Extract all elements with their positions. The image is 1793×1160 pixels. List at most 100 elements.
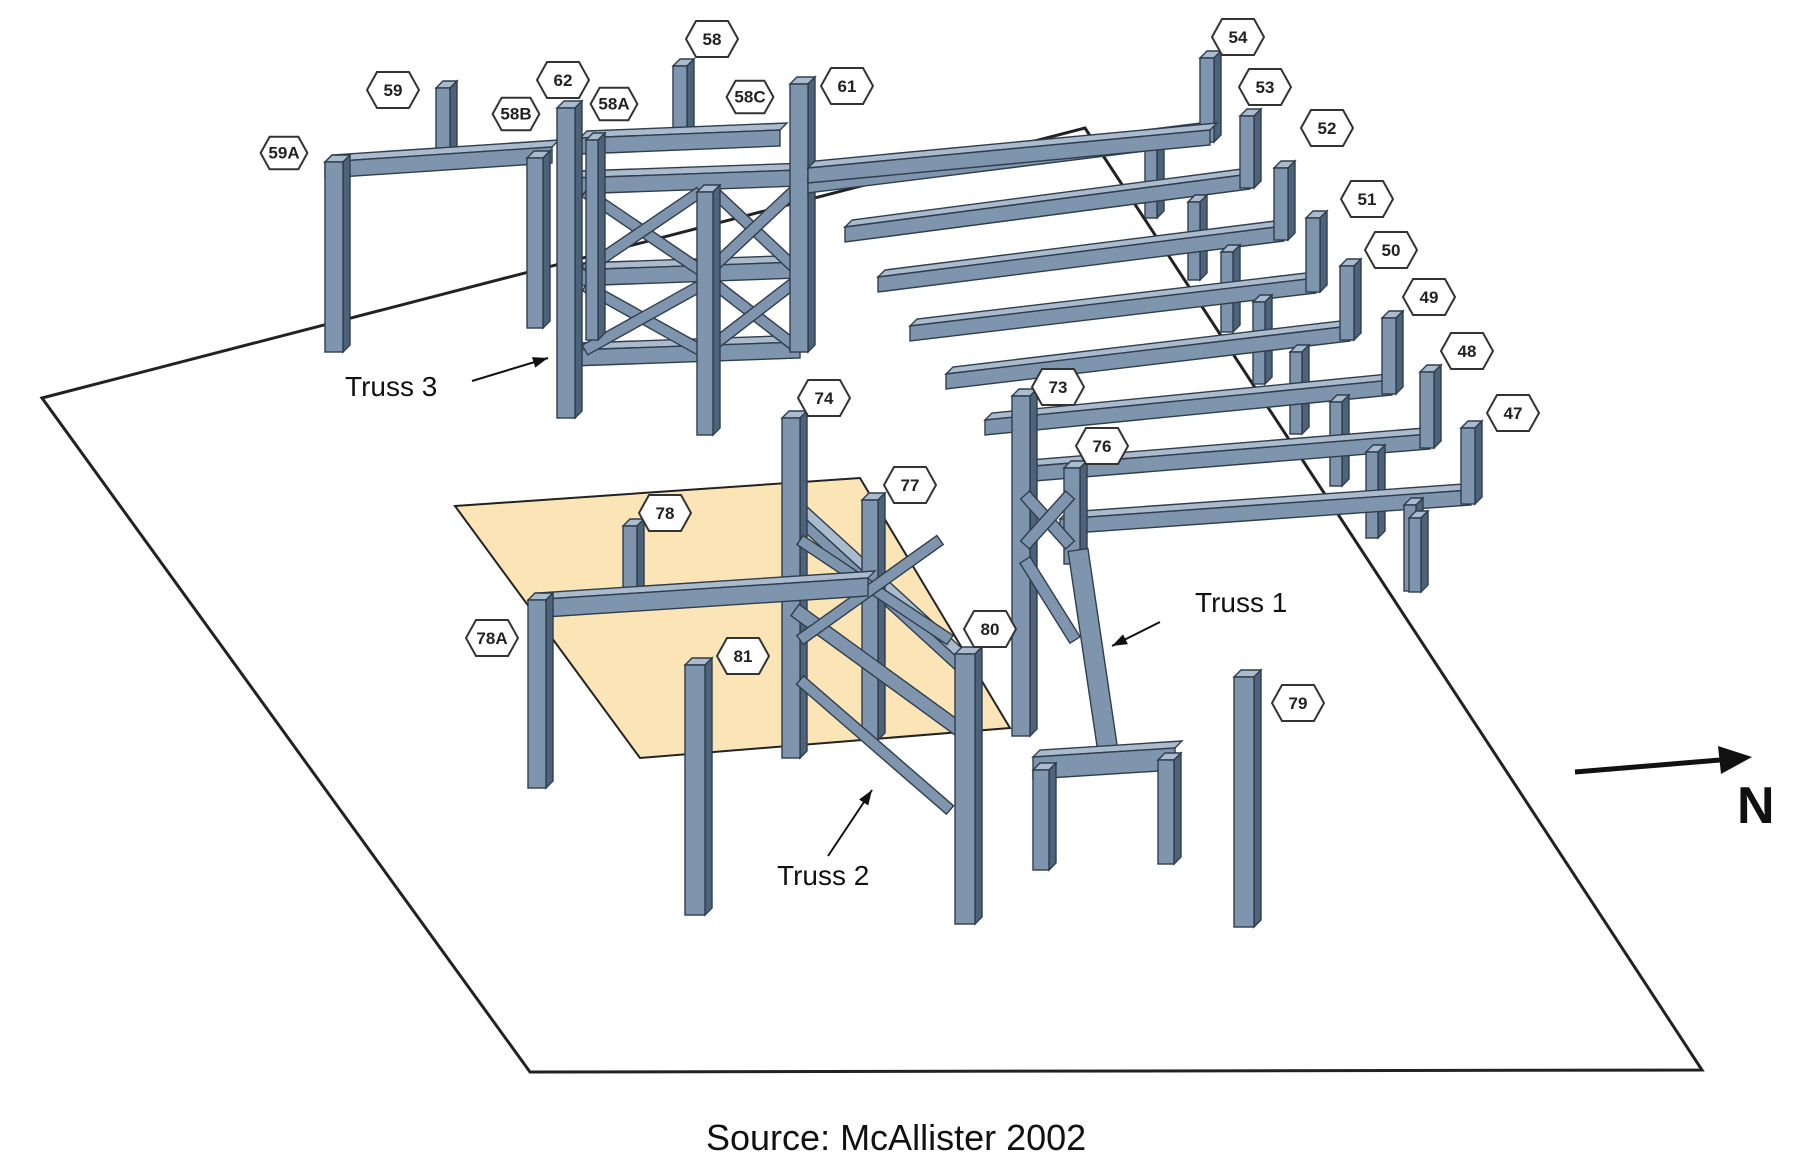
truss-2-label: Truss 2 [777,860,869,891]
column-tag-hexagon [1299,109,1355,147]
beam-54-long [806,122,1219,184]
column-tag-label: 47 [1504,404,1523,423]
column-tag-hexagon [589,86,639,122]
column-tag-hexagon [365,71,421,109]
column-tag-label: 58 [703,30,722,49]
column-tag: 59A [259,135,309,171]
column-tag-label: 81 [734,647,753,666]
steel-members [323,49,1484,929]
column-tag-label: 78 [656,504,675,523]
truss-1-base-leg [1031,761,1058,872]
column-tag-hexagon [259,135,309,171]
column-77 [860,491,887,742]
column-58b [525,149,552,330]
truss-1-brace [1019,489,1076,551]
column-tag-hexagon [1339,180,1395,218]
column-tag-label: 50 [1382,241,1401,260]
column-tag-hexagon [819,67,875,105]
column-tag: 73 [1030,368,1086,406]
column-tag-hexagon [796,379,852,417]
column-tag-label: 51 [1358,190,1377,209]
column-tag: 81 [715,637,771,675]
source-caption: Source: McAllister 2002 [706,1117,1086,1158]
column-tag-hexagon [1485,394,1541,432]
column-48 [1418,363,1443,450]
beam-52 [876,218,1293,293]
column-tag: 58B [491,96,541,132]
column-tag-hexagon [1270,684,1326,722]
leader-arrows [471,357,1161,857]
column-tag: 51 [1339,180,1395,218]
hanger-47 [1407,509,1430,594]
truss-3-top-chord [578,122,789,155]
column-tag-hexagon [882,466,938,504]
column-tag-label: 76 [1093,437,1112,456]
column-tag-hexagon [1210,18,1266,56]
column-tag-hexagon [1363,231,1419,269]
column-tag-label: 74 [815,389,834,408]
column-tag-hexagon [637,494,693,532]
column-tag: 59 [365,71,421,109]
column-58a [584,131,607,342]
column-tag-hexagon [1030,368,1086,406]
column-61 [788,75,817,354]
column-81 [683,656,714,917]
truss-1-diagonal [1067,547,1119,755]
column-78a [526,591,555,790]
column-53 [1238,107,1263,190]
column-tag-hexagon [715,637,771,675]
column-tag-hexagon [1237,68,1293,106]
north-indicator: N [1574,746,1775,835]
truss-1-label: Truss 1 [1195,587,1287,618]
column-tag: 78 [637,494,693,532]
column-tag: 74 [796,379,852,417]
column-tag-label: 73 [1049,378,1068,397]
column-truss-3-mid [695,183,722,437]
column-tag: 77 [882,466,938,504]
column-tag: 79 [1270,684,1326,722]
column-tag: 53 [1237,68,1293,106]
column-tag: 47 [1485,394,1541,432]
column-54 [1198,49,1223,144]
column-tag: 58A [589,86,639,122]
column-tag: 50 [1363,231,1419,269]
column-tag-hexagon [1401,278,1457,316]
column-tag-label: 80 [981,620,1000,639]
column-tag-label: 78A [476,629,507,648]
truss-2-leader-arrow-icon [827,789,873,857]
column-51 [1304,209,1329,294]
column-tag-label: 79 [1289,694,1308,713]
column-tag: 78A [464,619,520,657]
column-tag-label: 49 [1420,288,1439,307]
column-tag: 48 [1439,332,1495,370]
column-tag-hexagon [464,619,520,657]
column-tag-label: 58A [598,94,629,113]
column-52 [1272,159,1297,242]
truss-2-brace [795,674,955,816]
column-tag: 58C [725,79,775,115]
column-tag-label: 54 [1229,28,1248,47]
column-62 [555,99,584,420]
truss-1-base-leg [1156,751,1183,866]
column-tag: 54 [1210,18,1266,56]
beam-53 [843,166,1259,243]
column-tag-label: 77 [901,476,920,495]
truss-3-label: Truss 3 [345,371,437,402]
truss-3-beam-upper [570,162,809,195]
truss-labels: Truss 3 Truss 1 Truss 2 [345,371,1287,891]
column-tag-label: 61 [838,77,857,96]
column-tag: 52 [1299,109,1355,147]
column-79 [1232,668,1263,929]
column-tag: 61 [819,67,875,105]
truss-3-leader-arrow-icon [471,357,549,382]
north-arrow-icon [1574,746,1752,775]
column-tag: 80 [962,610,1018,648]
column-tag-label: 62 [554,71,573,90]
column-tag: 62 [535,61,591,99]
column-47 [1459,419,1484,506]
column-50 [1338,257,1363,342]
column-tag-hexagon [1074,427,1130,465]
column-80 [953,645,984,926]
column-tag-label: 48 [1458,342,1477,361]
